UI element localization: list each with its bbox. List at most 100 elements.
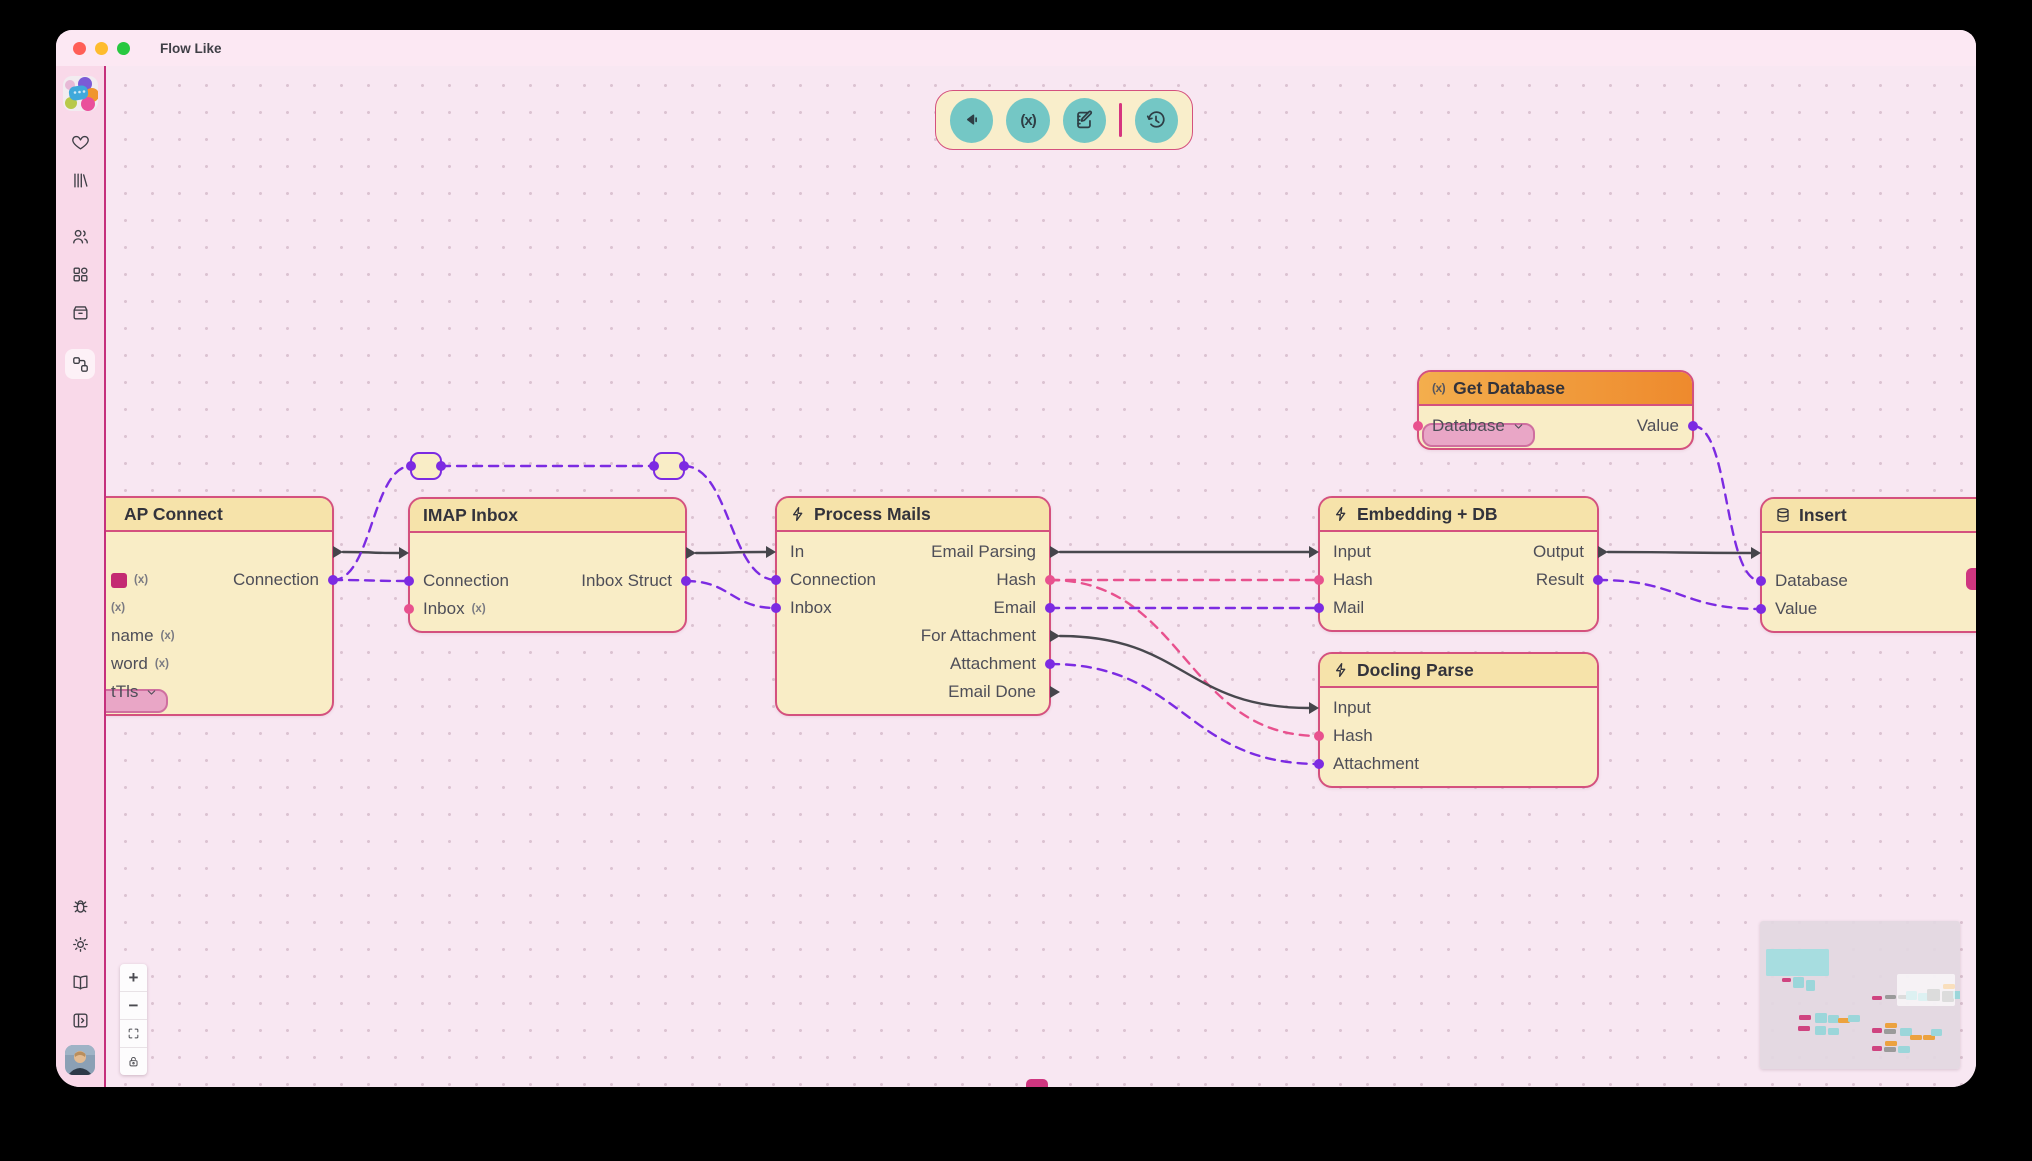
- wire-imap_inbox-inbox_struct-to-process_mails-inbox[interactable]: [684, 579, 778, 610]
- flow-canvas[interactable]: (x) +− AP Connect(x)Connection(x)name(x)…: [104, 66, 1976, 1087]
- input-cell: (x): [104, 602, 125, 614]
- data-pin-email[interactable]: [1045, 603, 1055, 613]
- chevron-down-icon[interactable]: [1512, 420, 1525, 433]
- sidebar-item-panel-toggle[interactable]: [65, 1005, 95, 1035]
- exec-pin-exec_in[interactable]: [1751, 547, 1761, 559]
- exec-pin-exec_out[interactable]: [333, 546, 343, 558]
- zoom-button[interactable]: [117, 41, 130, 55]
- node-title-bar[interactable]: (x)Get Database: [1419, 372, 1692, 406]
- wire-embedding-result-to-insert-value[interactable]: [1596, 578, 1763, 611]
- data-pin-inbox[interactable]: [404, 604, 414, 614]
- wire-process_mails-attachment-to-docling-attachment[interactable]: [1048, 662, 1321, 766]
- minimap-node: [1838, 1018, 1850, 1023]
- exec-pin-exec_out[interactable]: [686, 547, 696, 559]
- data-pin-attachment[interactable]: [1045, 659, 1055, 669]
- sidebar-item-library[interactable]: [65, 165, 95, 195]
- app-logo[interactable]: [62, 76, 98, 111]
- minimize-button[interactable]: [95, 41, 108, 55]
- data-pin-inbox[interactable]: [771, 603, 781, 613]
- wire-imap_inbox-exec_out-to-process_mails-in[interactable]: [694, 550, 768, 555]
- wire-imap_connect-exec_out-to-imap_inbox-in[interactable]: [341, 550, 401, 555]
- node-title-bar[interactable]: Embedding + DB: [1320, 498, 1597, 532]
- data-pin-out[interactable]: [679, 461, 689, 471]
- data-pin-connection[interactable]: [328, 575, 338, 585]
- toolbar-divider: [1119, 103, 1122, 137]
- reroute-node[interactable]: [649, 452, 689, 480]
- sidebar-item-workflow[interactable]: [65, 349, 95, 379]
- data-pin-connection[interactable]: [404, 576, 414, 586]
- sidebar-item-grid[interactable]: [65, 259, 95, 289]
- close-button[interactable]: [73, 41, 86, 55]
- user-avatar[interactable]: [65, 1045, 95, 1075]
- sidebar-item-users[interactable]: [65, 221, 95, 251]
- data-pin-result[interactable]: [1593, 575, 1603, 585]
- data-pin-in[interactable]: [649, 461, 659, 471]
- data-pin-hash[interactable]: [1314, 575, 1324, 585]
- toolbar-button-step-back[interactable]: [950, 97, 994, 143]
- exec-pin-in[interactable]: [399, 547, 409, 559]
- sidebar-item-sun[interactable]: [65, 929, 95, 959]
- toolbar-button-variable[interactable]: (x): [1006, 97, 1050, 143]
- data-pin-inbox_struct[interactable]: [681, 576, 691, 586]
- node-title-bar[interactable]: Insert: [1762, 499, 1976, 533]
- data-pin-mail[interactable]: [1314, 603, 1324, 613]
- data-pin-out[interactable]: [436, 461, 446, 471]
- node-title-bar[interactable]: Docling Parse: [1320, 654, 1597, 688]
- pin-label: Connection: [232, 570, 319, 589]
- bottom-panel-handle[interactable]: [1026, 1079, 1048, 1087]
- sidebar-item-bug[interactable]: [65, 891, 95, 921]
- wire-get_database-value-to-insert-database[interactable]: [1691, 424, 1763, 583]
- data-pin-value[interactable]: [1756, 604, 1766, 614]
- minimap[interactable]: [1760, 921, 1960, 1069]
- wire-imap_connect-connection-to-rr1-in[interactable]: [331, 464, 413, 582]
- data-pin-database[interactable]: [1756, 576, 1766, 586]
- minus-button[interactable]: −: [120, 992, 147, 1020]
- node-title-bar[interactable]: IMAP Inbox: [410, 499, 685, 533]
- node-title-bar[interactable]: Process Mails: [777, 498, 1049, 532]
- exec-pin-input[interactable]: [1309, 702, 1319, 714]
- exec-pin-email_parsing[interactable]: [1050, 546, 1060, 558]
- sidebar-item-package[interactable]: [65, 297, 95, 327]
- data-pin-hash[interactable]: [1045, 575, 1055, 585]
- wire-rr2-out-to-process_mails-connection[interactable]: [682, 464, 778, 582]
- data-pin-attachment[interactable]: [1314, 759, 1324, 769]
- sidebar-item-book-open[interactable]: [65, 967, 95, 997]
- reroute-node[interactable]: [406, 452, 446, 480]
- chevron-down-icon[interactable]: [145, 686, 158, 699]
- lock-button[interactable]: [120, 1048, 147, 1075]
- exec-pin-in[interactable]: [766, 546, 776, 558]
- minimap-viewport[interactable]: [1897, 974, 1955, 1006]
- exec-pin-output[interactable]: [1598, 546, 1608, 558]
- toolbar-button-notebook-pen[interactable]: [1062, 97, 1107, 143]
- wire-process_mails-for_attachment-to-docling-input[interactable]: [1058, 634, 1311, 710]
- minimap-node: [1815, 1013, 1827, 1023]
- exec-pin-email_done[interactable]: [1050, 686, 1060, 698]
- node-row: Mail: [1314, 594, 1597, 622]
- data-pin-database[interactable]: [1413, 421, 1423, 431]
- node-imap_connect[interactable]: AP Connect(x)Connection(x)name(x)word(x)…: [104, 496, 343, 716]
- exec-pin-input[interactable]: [1309, 546, 1319, 558]
- wire-layer: [331, 424, 1763, 766]
- wire-imap_connect-connection-to-imap_inbox-connection[interactable]: [331, 578, 411, 583]
- input-cell: In: [790, 542, 804, 562]
- data-pin-hash[interactable]: [1314, 731, 1324, 741]
- node-title-bar[interactable]: AP Connect: [104, 498, 332, 532]
- plus-button[interactable]: +: [120, 964, 147, 992]
- exec-pin-for_attachment[interactable]: [1050, 630, 1060, 642]
- data-pin-in[interactable]: [406, 461, 416, 471]
- pin-label: Inbox: [790, 598, 832, 617]
- data-pin-connection[interactable]: [771, 575, 781, 585]
- toolbar-button-history[interactable]: [1134, 97, 1178, 143]
- fit-view-button[interactable]: [120, 1020, 147, 1048]
- sidebar-item-heart[interactable]: [65, 127, 95, 157]
- wire-process_mails-hash-to-docling-hash[interactable]: [1048, 578, 1321, 738]
- wire-embedding-output-to-insert-exec_in[interactable]: [1606, 550, 1753, 555]
- data-pin-value[interactable]: [1688, 421, 1698, 431]
